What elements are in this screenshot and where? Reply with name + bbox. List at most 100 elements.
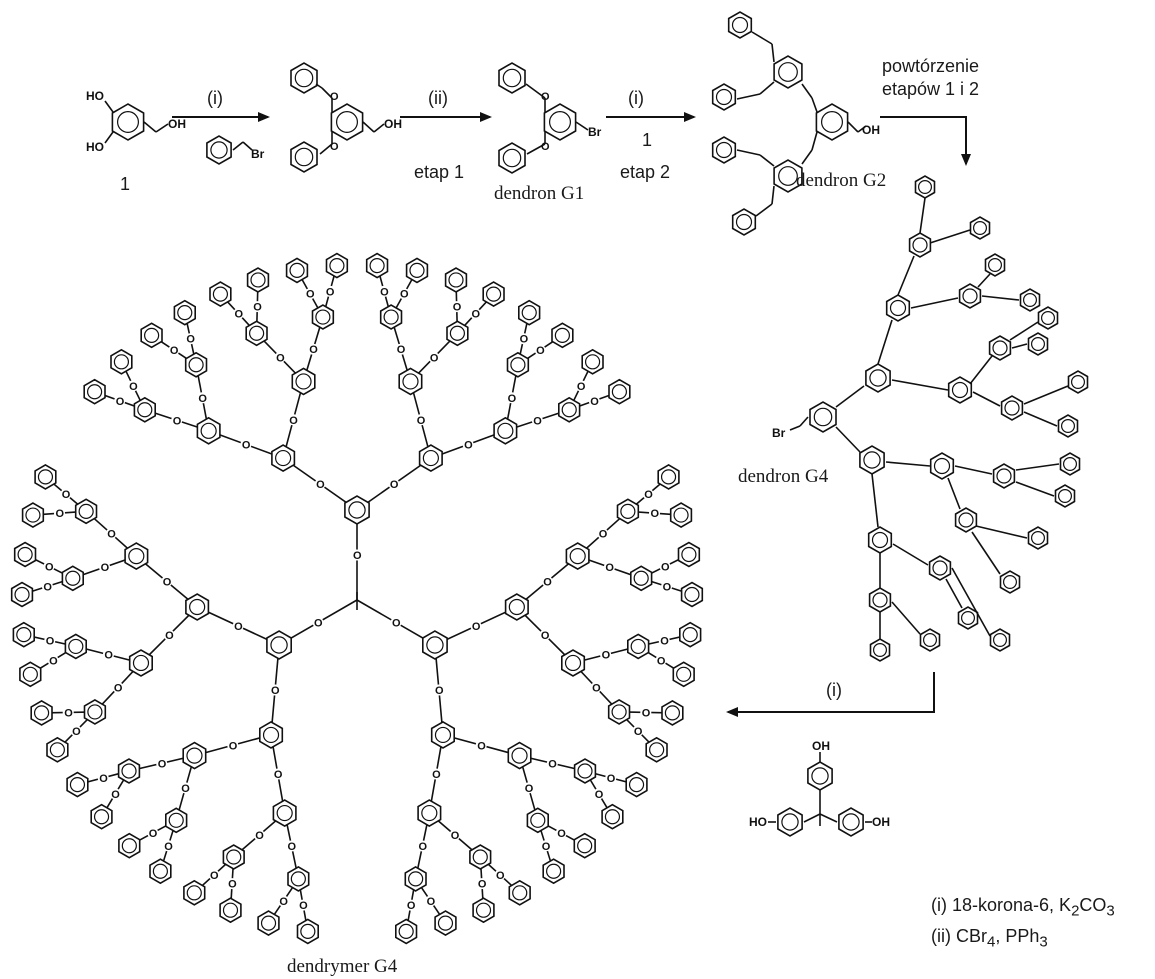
o-label: O bbox=[56, 508, 65, 520]
benzene-ring bbox=[74, 498, 98, 525]
benzene-ring bbox=[446, 320, 469, 347]
benzene-ring bbox=[508, 879, 531, 906]
benzene-ring bbox=[1067, 370, 1089, 394]
benzene-ring bbox=[859, 445, 885, 475]
o-label-bg bbox=[60, 488, 72, 500]
o-label: O bbox=[525, 783, 534, 795]
benzene-ring bbox=[482, 281, 505, 308]
benzene-ring bbox=[379, 304, 403, 330]
benzene-ring bbox=[601, 803, 624, 830]
oh-label: OH bbox=[384, 117, 402, 131]
dendron-g4-structure: Br bbox=[772, 175, 1089, 662]
benzene-ring bbox=[133, 396, 156, 423]
o-label: O bbox=[644, 489, 653, 501]
o-label: O bbox=[435, 685, 444, 697]
step-ii-label: (ii) bbox=[428, 88, 448, 108]
benzene-ring bbox=[1067, 370, 1089, 394]
benzene-ring bbox=[1027, 526, 1049, 550]
benzene-ring bbox=[947, 376, 973, 404]
o-label-bg bbox=[395, 343, 407, 355]
o-label-bg bbox=[378, 285, 390, 297]
benzene-ring bbox=[984, 253, 1006, 277]
o-label-bg bbox=[605, 772, 617, 784]
o-label-bg bbox=[425, 895, 437, 907]
benzene-ring bbox=[1000, 395, 1024, 421]
o-label: O bbox=[164, 841, 173, 853]
benzene-ring bbox=[969, 216, 991, 240]
o-label-bg bbox=[314, 478, 326, 490]
benzene-ring bbox=[430, 720, 456, 749]
benzene-ring bbox=[272, 799, 297, 828]
benzene-ring bbox=[958, 283, 982, 309]
o-label: O bbox=[326, 286, 335, 298]
o-label-bg bbox=[233, 308, 244, 320]
o-label: O bbox=[453, 302, 462, 314]
benzene-ring bbox=[661, 699, 684, 726]
o-label-bg bbox=[196, 392, 208, 404]
o-label: O bbox=[599, 529, 608, 541]
o-label-bg bbox=[112, 681, 124, 693]
benzene-ring bbox=[928, 555, 952, 581]
o-label-bg bbox=[147, 827, 159, 839]
benzene-ring bbox=[957, 606, 979, 630]
benzene-ring bbox=[90, 803, 113, 830]
o-label-bg bbox=[43, 560, 55, 572]
benzene-ring bbox=[809, 401, 837, 433]
o-label: O bbox=[170, 345, 179, 357]
step-i-label: (i) bbox=[207, 88, 223, 108]
benzene-ring bbox=[988, 335, 1012, 361]
o-label-bg bbox=[494, 869, 506, 881]
benzene-ring bbox=[865, 363, 891, 393]
o-label: O bbox=[165, 630, 174, 642]
o-label: O bbox=[380, 286, 389, 298]
benzene-ring bbox=[809, 401, 837, 433]
o-label: O bbox=[508, 393, 517, 405]
benzyl-bromide-structure: Br bbox=[206, 135, 265, 165]
benzene-ring bbox=[914, 175, 936, 199]
benzene-ring bbox=[434, 910, 457, 937]
condition-i: (i) 18-korona-6, K2CO3 bbox=[931, 895, 1115, 920]
dendrymer-g4-label: dendrymer G4 bbox=[287, 956, 398, 977]
o-label-bg bbox=[590, 681, 602, 693]
o-label: O bbox=[72, 726, 81, 738]
benzene-ring bbox=[290, 141, 318, 173]
benzene-ring bbox=[573, 832, 596, 859]
benzene-ring bbox=[678, 621, 702, 648]
benzene-ring bbox=[542, 858, 565, 885]
o-label: O bbox=[520, 334, 529, 346]
o-label-bg bbox=[632, 725, 644, 737]
o-label-bg bbox=[640, 706, 652, 718]
benzene-ring bbox=[773, 159, 803, 193]
dendron-g1-label: dendron G1 bbox=[494, 183, 584, 204]
o-label-bg bbox=[304, 288, 316, 300]
o-label: O bbox=[577, 381, 586, 393]
o-label: O bbox=[149, 828, 158, 840]
benzene-ring bbox=[21, 502, 45, 529]
o-label: O bbox=[129, 381, 138, 393]
benzene-ring bbox=[777, 807, 803, 837]
benzene-ring bbox=[206, 135, 232, 165]
benzene-ring bbox=[66, 771, 89, 798]
benzene-ring bbox=[1019, 288, 1041, 312]
o-label: O bbox=[279, 896, 288, 908]
o-label: O bbox=[595, 789, 604, 801]
benzene-ring bbox=[999, 570, 1021, 594]
o-label: O bbox=[477, 740, 486, 752]
oh-label: OH bbox=[862, 123, 880, 137]
benzene-ring bbox=[869, 638, 891, 662]
o-label: O bbox=[186, 334, 195, 346]
o-label: O bbox=[234, 621, 243, 633]
o-label: O bbox=[642, 707, 651, 719]
benzene-ring bbox=[46, 736, 69, 763]
benzene-ring bbox=[257, 910, 280, 937]
benzene-ring bbox=[657, 463, 680, 490]
o-label: O bbox=[427, 896, 436, 908]
o-label-bg bbox=[430, 768, 442, 780]
o-label-bg bbox=[272, 768, 284, 780]
benzene-ring bbox=[1054, 484, 1076, 508]
benzene-ring bbox=[111, 103, 145, 141]
benzene-ring bbox=[498, 62, 526, 94]
benzene-ring bbox=[711, 136, 737, 164]
o-label: O bbox=[417, 415, 426, 427]
